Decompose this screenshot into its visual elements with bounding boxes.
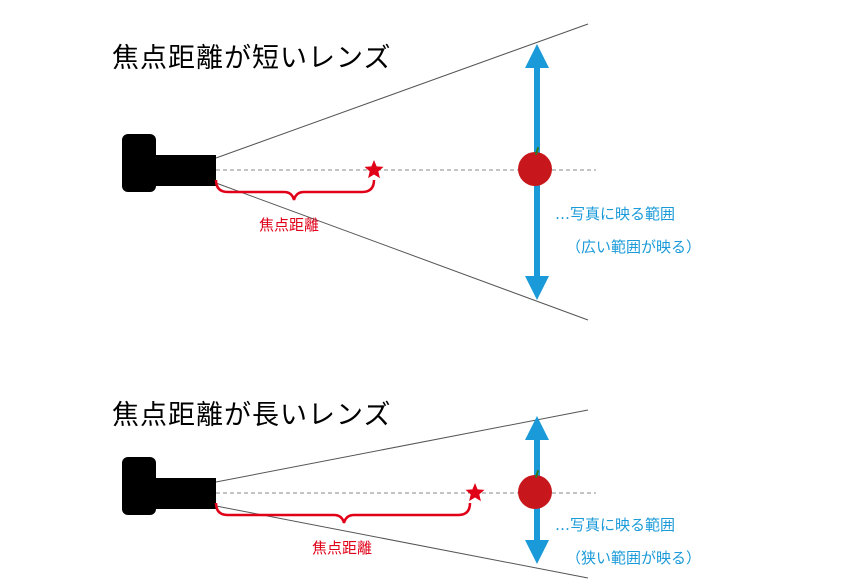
long-lens-panel (122, 409, 596, 579)
long-focal-point-star (465, 483, 485, 502)
long-view-range-note: （狭い範囲が映る） (566, 549, 702, 567)
short-camera-icon (122, 134, 216, 192)
short-focal-bracket (214, 179, 376, 201)
long-camera-icon (122, 457, 216, 515)
short-focal-length-label: 焦点距離 (259, 216, 320, 234)
short-view-range-label: …写真に映る範囲 (555, 205, 676, 223)
long-focal-length-label: 焦点距離 (312, 539, 373, 557)
short-apple-icon (518, 147, 552, 186)
long-lens-title: 焦点距離が長いレンズ (112, 400, 392, 431)
short-lens-panel (122, 23, 596, 321)
short-view-range-note: （広い範囲が映る） (566, 238, 702, 256)
long-fov-lower-line (215, 505, 589, 579)
long-apple-icon (518, 470, 552, 509)
short-lens-title: 焦点距離が短いレンズ (112, 43, 392, 74)
long-focal-bracket (214, 502, 472, 524)
short-fov-lower-line (215, 182, 589, 321)
short-focal-point-star (364, 160, 384, 179)
long-view-range-label: …写真に映る範囲 (555, 516, 676, 534)
